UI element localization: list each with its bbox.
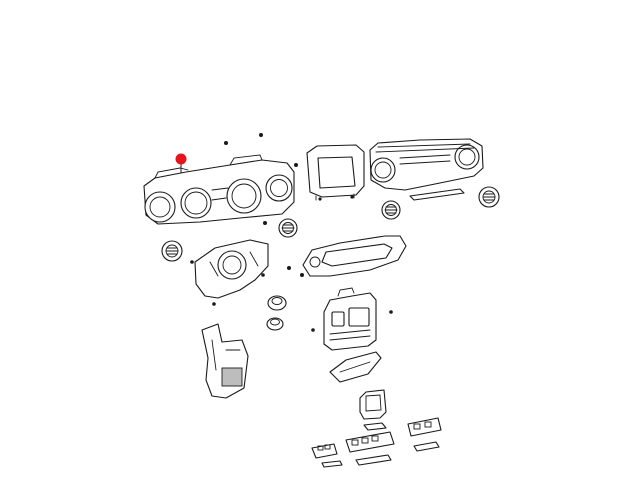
radio-bezel-frame [306, 144, 365, 201]
passenger-dash-bezel [369, 138, 484, 191]
switch-bank-center [345, 431, 395, 466]
trim-strip [409, 188, 465, 201]
console-trim-piece [329, 351, 382, 383]
switch-bank-left [311, 443, 343, 468]
instrument-cluster-bezel [143, 154, 295, 225]
steering-column-cover [194, 239, 269, 299]
headlamp-switch [267, 295, 287, 311]
switch-bank-right [407, 417, 442, 452]
air-vent-center-left [278, 218, 298, 238]
center-dash-trim [302, 235, 407, 277]
air-vent-left [161, 240, 183, 262]
center-stack-bezel [323, 287, 377, 351]
switch-module [359, 389, 387, 431]
lower-left-panel [201, 323, 249, 399]
screw-fasteners-top [190, 133, 393, 332]
air-vent-right [478, 186, 500, 208]
air-vent-center-right [381, 200, 401, 220]
small-switch [266, 317, 284, 331]
